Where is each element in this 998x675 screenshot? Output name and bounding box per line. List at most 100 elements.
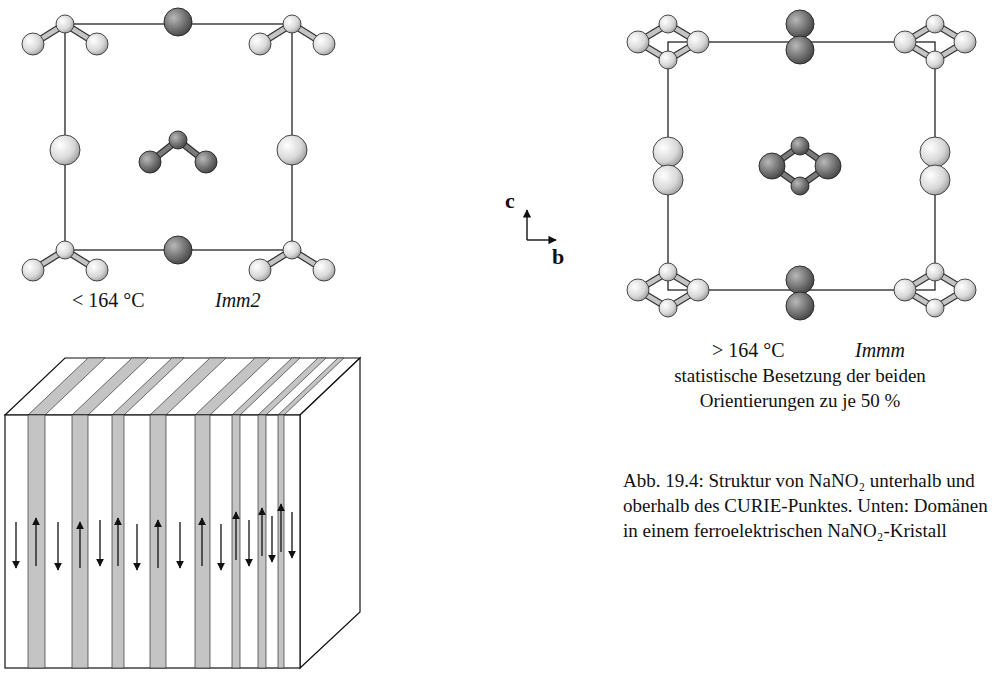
polarization-arrow bbox=[291, 512, 292, 558]
bond bbox=[638, 24, 965, 308]
polarization-arrow bbox=[261, 508, 262, 556]
oxygen-atom bbox=[627, 31, 649, 53]
nitrogen-atom bbox=[659, 15, 677, 33]
domain-band bbox=[258, 415, 266, 668]
sodium-atom bbox=[164, 8, 192, 36]
axis-label: c bbox=[505, 188, 515, 214]
polarization-arrow bbox=[117, 518, 118, 566]
domain-band bbox=[195, 358, 270, 415]
sodium-atom bbox=[786, 266, 814, 294]
nitrogen-atom bbox=[283, 241, 301, 259]
oxygen-atom bbox=[139, 151, 161, 173]
domain-band bbox=[232, 415, 240, 668]
domain-band bbox=[278, 415, 284, 668]
crystal-front-face bbox=[5, 415, 300, 668]
oxygen-atom bbox=[22, 33, 44, 55]
polarization-arrow bbox=[248, 520, 249, 566]
domain-band bbox=[195, 415, 210, 668]
oxygen-atom bbox=[86, 259, 108, 281]
oxygen-atom bbox=[687, 31, 709, 53]
nitrogen-atom bbox=[56, 241, 74, 259]
oxygen-atom bbox=[759, 153, 785, 179]
oxygen-atom bbox=[687, 279, 709, 301]
nitrogen-atom bbox=[169, 131, 187, 149]
polarization-arrow bbox=[15, 522, 16, 568]
note-text: statistische Besetzung der beiden Orient… bbox=[640, 364, 960, 413]
nitrogen-atom bbox=[926, 299, 944, 317]
sodium-atom bbox=[786, 292, 814, 320]
sodium-atom bbox=[920, 137, 950, 167]
domain-crystal bbox=[5, 358, 360, 668]
polarization-arrow bbox=[179, 522, 180, 568]
oxygen-atom bbox=[313, 259, 335, 281]
polarization-arrow bbox=[271, 516, 272, 562]
bond bbox=[33, 24, 324, 270]
axis-arrow bbox=[526, 210, 527, 240]
axis-label: b bbox=[552, 244, 564, 270]
polarization-arrow bbox=[35, 518, 36, 566]
oxygen-atom bbox=[954, 31, 976, 53]
bond bbox=[638, 24, 965, 308]
domain-band bbox=[112, 415, 124, 668]
crystal-top-face bbox=[5, 358, 360, 415]
space-group-label: Imm2 bbox=[215, 288, 261, 312]
structure-imm2 bbox=[22, 8, 335, 281]
oxygen-atom bbox=[313, 33, 335, 55]
oxygen-atom bbox=[249, 259, 271, 281]
sodium-atom bbox=[653, 137, 683, 167]
nitrogen-atom bbox=[659, 299, 677, 317]
nitrogen-atom bbox=[926, 51, 944, 69]
axis-arrow bbox=[527, 239, 556, 240]
domain-band bbox=[72, 415, 88, 668]
polarization-arrow bbox=[57, 522, 58, 570]
unit-cell bbox=[65, 24, 292, 250]
nitrogen-atom bbox=[926, 15, 944, 33]
domain-band bbox=[28, 415, 45, 668]
nitrogen-atom bbox=[283, 15, 301, 33]
polarization-arrow bbox=[79, 522, 80, 568]
domain-band bbox=[150, 415, 166, 668]
sodium-atom bbox=[786, 36, 814, 64]
figure-caption: Abb. 19.4: Struktur von NaNO₂ unterhalb … bbox=[623, 468, 989, 543]
oxygen-atom bbox=[894, 279, 916, 301]
sodium-atom bbox=[50, 135, 80, 165]
sodium-atom bbox=[277, 135, 307, 165]
temperature-label: > 164 °C bbox=[712, 338, 785, 362]
crystal-side-face bbox=[300, 358, 360, 668]
oxygen-atom bbox=[22, 259, 44, 281]
polarization-arrow bbox=[157, 520, 158, 568]
nitrogen-atom bbox=[56, 15, 74, 33]
axis-symbol bbox=[527, 210, 556, 240]
sodium-atom bbox=[653, 165, 683, 195]
polarization-arrow bbox=[220, 524, 221, 570]
oxygen-atom bbox=[954, 279, 976, 301]
polarization-arrow bbox=[280, 504, 281, 552]
nitrogen-atom bbox=[791, 177, 809, 195]
nitrogen-atom bbox=[659, 263, 677, 281]
oxygen-atom bbox=[815, 153, 841, 179]
polarization-arrow bbox=[99, 520, 100, 566]
space-group-label: Immm bbox=[855, 338, 905, 362]
sodium-atom bbox=[920, 165, 950, 195]
oxygen-atom bbox=[86, 33, 108, 55]
sodium-atom bbox=[786, 10, 814, 38]
sodium-atom bbox=[164, 236, 192, 264]
unit-cell bbox=[668, 42, 935, 290]
temperature-label: < 164 °C bbox=[72, 288, 145, 312]
oxygen-atom bbox=[249, 33, 271, 55]
oxygen-atom bbox=[894, 31, 916, 53]
domain-band bbox=[72, 358, 148, 415]
oxygen-atom bbox=[627, 279, 649, 301]
nitrogen-atom bbox=[926, 263, 944, 281]
polarization-arrow bbox=[235, 512, 236, 560]
bond bbox=[33, 24, 324, 270]
polarization-arrow bbox=[201, 518, 202, 566]
nitrogen-atom bbox=[791, 137, 809, 155]
structure-immm bbox=[627, 10, 976, 320]
nitrogen-atom bbox=[659, 51, 677, 69]
polarization-arrow bbox=[136, 524, 137, 570]
polarization-arrows bbox=[16, 504, 292, 570]
oxygen-atom bbox=[195, 151, 217, 173]
